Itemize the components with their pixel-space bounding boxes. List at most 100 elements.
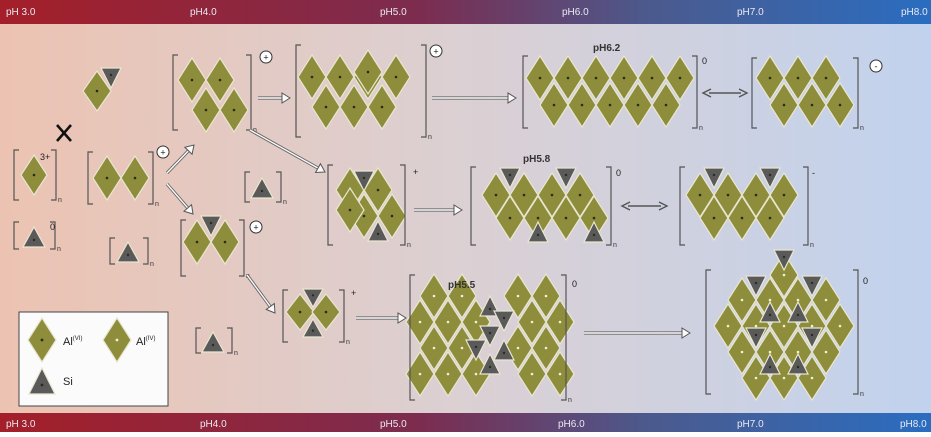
charge-label: 0 <box>50 222 55 232</box>
atom-dot <box>474 372 478 376</box>
atom-dot <box>796 350 800 354</box>
atom-dot <box>698 193 702 197</box>
si-tetrahedron-icon <box>479 325 501 348</box>
si-tetrahedron-icon <box>759 167 781 190</box>
atom-dot <box>740 216 744 220</box>
atom-dot <box>516 294 520 298</box>
atom-dot <box>190 78 194 82</box>
si-tetrahedron-icon <box>301 288 325 309</box>
si-tetrahedron-icon <box>759 352 781 375</box>
bracket-right <box>561 274 567 401</box>
atom-dot <box>311 294 315 297</box>
ph-scale-top <box>0 0 931 24</box>
atom-dot <box>754 376 758 380</box>
bracket-right <box>853 57 859 129</box>
arrow-shaft-inner <box>166 183 189 209</box>
atom-dot <box>552 103 556 107</box>
ph-label: pH5.8 <box>523 154 551 165</box>
atom-dot <box>782 255 786 259</box>
bracket-left <box>751 57 757 129</box>
bracket-right <box>227 327 233 354</box>
si-tetrahedron-icon <box>759 300 781 323</box>
atom-dot <box>558 372 562 376</box>
ph-tick: pH4.0 <box>190 7 217 18</box>
bracket-left <box>13 221 19 250</box>
atom-dot <box>133 176 137 180</box>
arrow-head <box>397 312 407 324</box>
si-tetrahedron-icon <box>200 215 222 238</box>
atom-dot <box>810 324 814 328</box>
charge-badge <box>156 145 170 159</box>
arrow-icon <box>258 92 291 104</box>
atom-dot <box>782 193 786 197</box>
charge-label: + <box>253 223 258 233</box>
atom-dot <box>550 193 554 197</box>
charge-label: - <box>812 168 815 178</box>
atom-dot <box>838 324 842 328</box>
atom-dot <box>195 240 199 244</box>
atom-dot <box>592 216 596 220</box>
si-tetrahedron-icon <box>301 317 325 338</box>
atom-dot <box>810 333 814 337</box>
polymer-n-label: n <box>346 339 350 346</box>
bracket-right <box>853 269 859 395</box>
atom-dot <box>310 75 314 79</box>
atom-dot <box>352 105 356 109</box>
bracket-left <box>172 54 178 131</box>
charge-label: + <box>413 167 418 177</box>
atom-dot <box>592 233 596 237</box>
bracket-right <box>143 237 149 265</box>
atom-dot <box>474 320 478 324</box>
atom-dot <box>311 329 315 332</box>
bracket-left <box>327 164 333 246</box>
atom-dot <box>594 76 598 80</box>
atom-dot <box>390 214 394 218</box>
polymer-n-label: n <box>428 134 432 141</box>
atom-dot <box>502 351 506 355</box>
bracket-right <box>606 166 612 246</box>
legend-label: Si <box>63 376 73 388</box>
si-tetrahedron-icon <box>745 327 767 350</box>
atom-dot <box>460 294 464 298</box>
polymer-n-label: n <box>568 397 572 404</box>
atom-dot <box>754 281 758 285</box>
atom-dot <box>32 238 36 242</box>
bracket-right <box>51 149 57 201</box>
si-tetrahedron-icon <box>787 300 809 323</box>
bracket-left <box>705 269 711 395</box>
legend-label: Al(VI) <box>63 336 82 348</box>
charge-label: - <box>875 62 878 72</box>
atom-dot <box>109 73 113 77</box>
atom-dot <box>768 313 772 317</box>
atom-dot <box>394 75 398 79</box>
polymer-n-label: n <box>860 125 864 132</box>
atom-dot <box>824 76 828 80</box>
si-tetrahedron-icon <box>555 167 577 190</box>
ph-label: pH6.2 <box>593 43 621 54</box>
si-tetrahedron-icon <box>493 338 515 361</box>
double-arrow-head-left <box>620 201 631 211</box>
atom-dot <box>338 75 342 79</box>
arrow-icon <box>584 327 691 339</box>
atom-dot <box>95 89 99 93</box>
double-arrow-icon <box>620 201 669 211</box>
ph-tick: pH5.0 <box>380 7 407 18</box>
atom-dot <box>768 365 772 369</box>
arrow-icon <box>249 128 326 173</box>
bracket-right <box>148 151 154 205</box>
ph-tick: pH7.0 <box>737 419 764 430</box>
charge-label: + <box>263 53 268 63</box>
charge-badge <box>259 50 273 64</box>
atom-dot <box>768 298 772 302</box>
atom-dot <box>564 216 568 220</box>
arrow-head <box>453 204 463 216</box>
bracket-right <box>246 54 252 131</box>
bracket-right <box>803 166 809 246</box>
atom-dot <box>622 76 626 80</box>
double-arrow-icon <box>701 88 749 98</box>
polymer-n-label: n <box>860 391 864 398</box>
atom-dot <box>418 372 422 376</box>
